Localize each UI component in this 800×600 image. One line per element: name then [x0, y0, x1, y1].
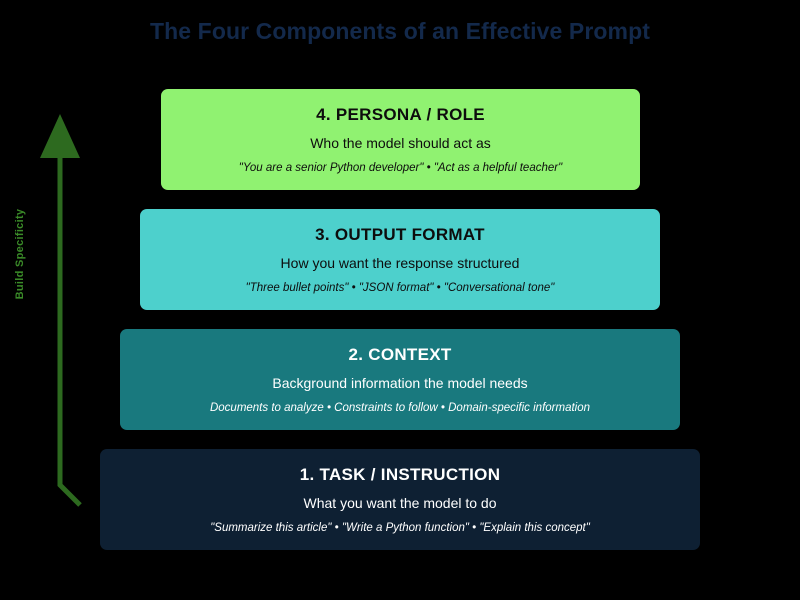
- layer-description: Who the model should act as: [310, 135, 491, 151]
- layer-context[interactable]: 2. CONTEXT Background information the mo…: [120, 329, 680, 430]
- layer-description: How you want the response structured: [280, 255, 520, 271]
- layer-title: 4. PERSONA / ROLE: [316, 105, 485, 124]
- layer-persona-role[interactable]: 4. PERSONA / ROLE Who the model should a…: [161, 89, 640, 190]
- page-title: The Four Components of an Effective Prom…: [149, 18, 650, 44]
- layer-examples: "Three bullet points" • "JSON format" • …: [245, 282, 555, 294]
- layer-title: 2. CONTEXT: [348, 345, 452, 364]
- arrow-head: [40, 114, 80, 158]
- layer-examples: "Summarize this article" • "Write a Pyth…: [210, 522, 590, 534]
- layer-output-format[interactable]: 3. OUTPUT FORMAT How you want the respon…: [140, 209, 660, 310]
- layer-description: What you want the model to do: [303, 495, 497, 511]
- layer-title: 1. TASK / INSTRUCTION: [299, 465, 501, 484]
- arrow-shaft: [57, 155, 82, 507]
- layer-task-instruction[interactable]: 1. TASK / INSTRUCTION What you want the …: [100, 449, 700, 550]
- layer-title: 3. OUTPUT FORMAT: [315, 225, 485, 244]
- layer-description: Background information the model needs: [272, 375, 528, 391]
- build-specificity-arrow-icon: [40, 114, 82, 507]
- layer-examples: "You are a senior Python developer" • "A…: [238, 162, 563, 174]
- axis-label-build-specificity: Build Specificity: [14, 208, 26, 300]
- layer-examples: Documents to analyze • Constraints to fo…: [209, 402, 591, 414]
